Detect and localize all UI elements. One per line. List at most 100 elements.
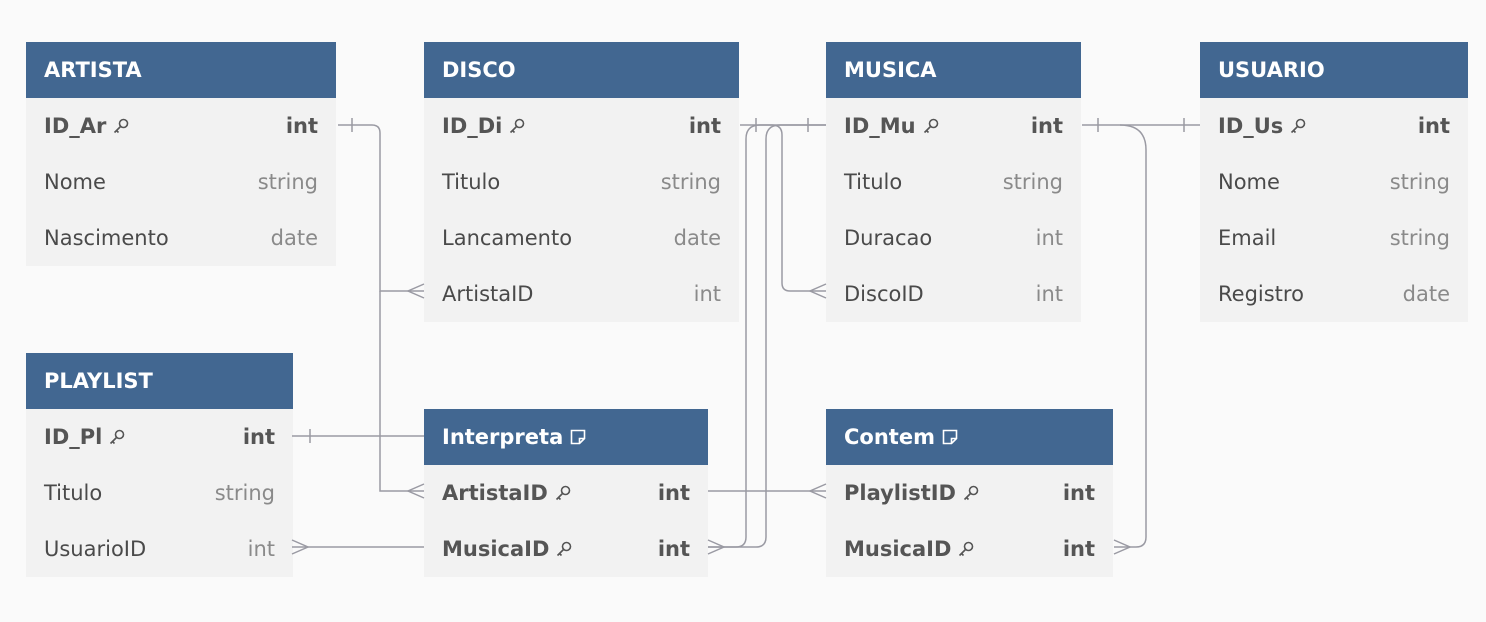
field-name-text: Email [1218, 226, 1277, 250]
field-name: ID_Pl [44, 425, 126, 449]
table-title: Interpreta [442, 425, 564, 449]
field-row[interactable]: ID_Pl int [26, 409, 293, 465]
key-icon [962, 484, 980, 502]
field-row[interactable]: Registro date [1200, 266, 1468, 322]
field-name: MusicaID [442, 537, 573, 561]
field-name: ID_Ar [44, 114, 130, 138]
field-row[interactable]: ID_Ar int [26, 98, 336, 154]
field-type: string [257, 170, 318, 194]
field-name-text: ArtistaID [442, 282, 534, 306]
field-name-text: ID_Di [442, 114, 503, 138]
field-type: int [693, 282, 721, 306]
table-title: DISCO [442, 58, 516, 82]
table-header[interactable]: PLAYLIST [26, 353, 293, 409]
field-type: int [1030, 114, 1063, 138]
field-name-text: Titulo [44, 481, 103, 505]
key-icon [554, 484, 572, 502]
field-row[interactable]: MusicaID int [826, 521, 1113, 577]
table-title: MUSICA [844, 58, 937, 82]
field-name: DiscoID [844, 282, 924, 306]
table-header[interactable]: ARTISTA [26, 42, 336, 98]
field-name: Titulo [844, 170, 902, 194]
field-name-text: Duracao [844, 226, 933, 250]
key-icon [108, 428, 126, 446]
field-row[interactable]: Nome string [26, 154, 336, 210]
field-row[interactable]: Titulo string [424, 154, 739, 210]
field-name-text: Nascimento [44, 226, 169, 250]
field-row[interactable]: PlaylistID int [826, 465, 1113, 521]
field-row[interactable]: Lancamento date [424, 210, 739, 266]
note-icon[interactable] [941, 428, 959, 446]
field-type: int [1062, 537, 1095, 561]
field-name: PlaylistID [844, 481, 980, 505]
field-name-text: ID_Mu [844, 114, 916, 138]
field-row[interactable]: Nome string [1200, 154, 1468, 210]
field-type: int [285, 114, 318, 138]
key-icon [508, 117, 526, 135]
field-row[interactable]: ArtistaID int [424, 266, 739, 322]
field-name-text: Nome [44, 170, 106, 194]
field-name: ID_Di [442, 114, 526, 138]
table-header[interactable]: DISCO [424, 42, 739, 98]
field-name-text: Titulo [442, 170, 501, 194]
field-type: string [660, 170, 721, 194]
field-row[interactable]: ID_Mu int [826, 98, 1081, 154]
table-header[interactable]: Contem [826, 409, 1113, 465]
field-type: int [247, 537, 275, 561]
field-name-text: Lancamento [442, 226, 573, 250]
field-type: date [1402, 282, 1450, 306]
field-name-text: ID_Ar [44, 114, 107, 138]
table-title: Contem [844, 425, 935, 449]
field-name: Titulo [442, 170, 500, 194]
field-name: Nome [1218, 170, 1280, 194]
field-name-text: MusicaID [844, 537, 952, 561]
field-name: Email [1218, 226, 1276, 250]
field-row[interactable]: ID_Di int [424, 98, 739, 154]
field-name-text: MusicaID [442, 537, 550, 561]
table-header[interactable]: MUSICA [826, 42, 1081, 98]
field-type: string [1389, 170, 1450, 194]
field-name: Registro [1218, 282, 1304, 306]
table-header[interactable]: USUARIO [1200, 42, 1468, 98]
table-title: PLAYLIST [44, 369, 153, 393]
field-name: MusicaID [844, 537, 975, 561]
field-name-text: UsuarioID [44, 537, 147, 561]
field-type: date [673, 226, 721, 250]
field-name: Nascimento [44, 226, 169, 250]
field-name: ID_Mu [844, 114, 940, 138]
table-title: ARTISTA [44, 58, 142, 82]
field-name-text: Titulo [844, 170, 903, 194]
field-type: int [1062, 481, 1095, 505]
field-name-text: DiscoID [844, 282, 924, 306]
field-name-text: ID_Us [1218, 114, 1284, 138]
field-name: Nome [44, 170, 106, 194]
field-type: int [242, 425, 275, 449]
field-name: Duracao [844, 226, 932, 250]
key-icon [555, 540, 573, 558]
key-icon [957, 540, 975, 558]
field-name: UsuarioID [44, 537, 146, 561]
table-header[interactable]: Interpreta [424, 409, 708, 465]
field-row[interactable]: UsuarioID int [26, 521, 293, 577]
field-name: ArtistaID [442, 282, 533, 306]
field-type: int [688, 114, 721, 138]
note-icon[interactable] [569, 428, 587, 446]
field-name: Lancamento [442, 226, 572, 250]
